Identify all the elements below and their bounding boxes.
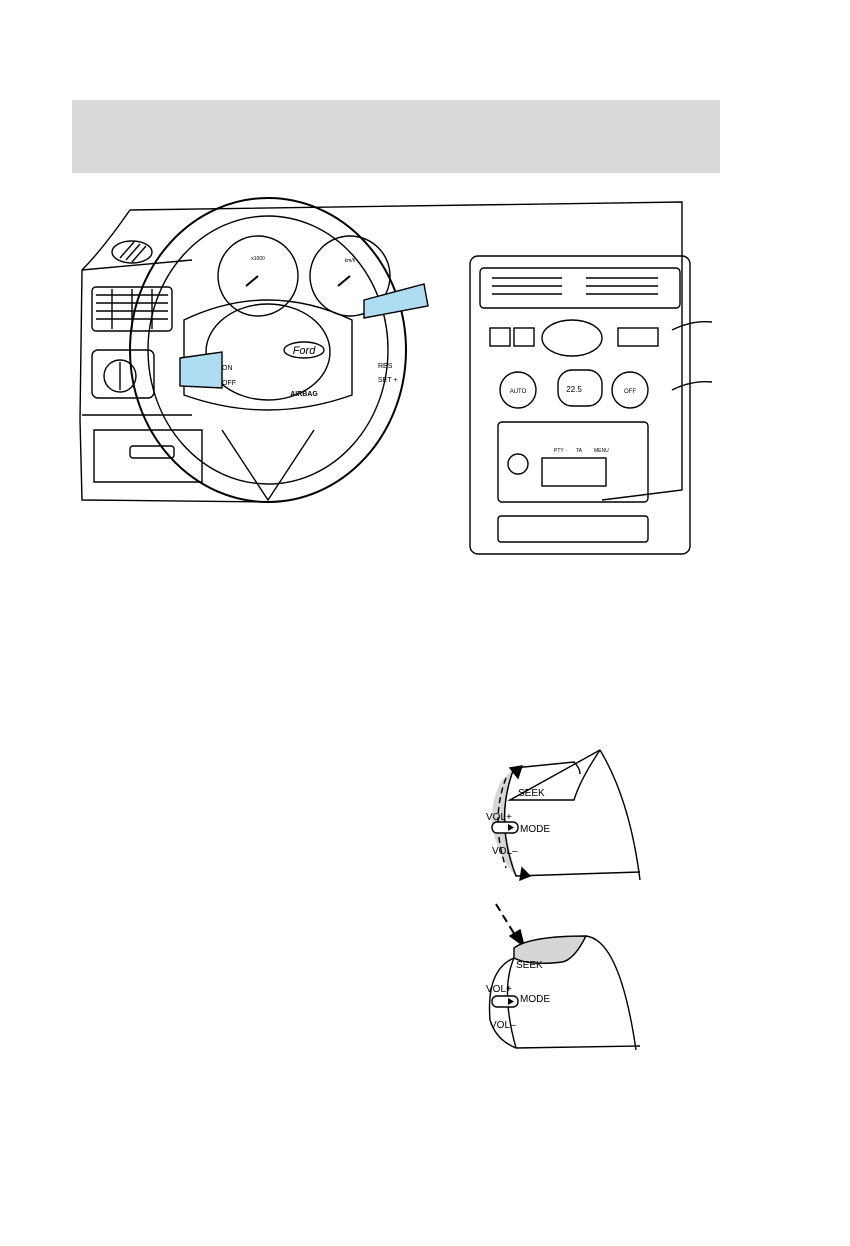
ford-logo-text: Ford <box>293 345 317 357</box>
glovebox <box>93 429 203 483</box>
wheel-right-button-set: SET + <box>378 377 398 384</box>
light-switch <box>91 349 155 399</box>
wheel-left-button-off: OFF <box>222 380 236 387</box>
wheel-left-button-on: ON <box>222 365 233 372</box>
stalk-bottom-seek-label: SEEK <box>516 960 543 971</box>
right-stalk-highlight <box>363 283 429 319</box>
climate-auto-label: AUTO <box>510 389 527 395</box>
center-console: AUTO OFF 22.5 PTY TA MENU <box>469 255 691 555</box>
stalk-top-vol-minus-label: VOL– <box>492 846 518 857</box>
speedometer-unit: km/h <box>345 258 356 264</box>
audio-stalk-press-illustration: SEEK VOL+ MODE VOL– <box>486 903 641 1051</box>
clock <box>541 319 603 357</box>
steering-wheel: Ford AIRBAG ON OFF RES SET + <box>129 197 407 503</box>
climate-off-label: OFF <box>624 389 636 395</box>
stalk-top-vol-plus-label: VOL+ <box>486 812 512 823</box>
radio-menu-label: MENU <box>594 448 609 454</box>
left-stalk-highlight <box>179 351 223 389</box>
header-band <box>72 100 720 173</box>
radio-ta-label: TA <box>576 448 583 454</box>
radio-unit <box>497 421 649 503</box>
stalk-bottom-mode-label: MODE <box>520 994 550 1005</box>
stalk-top-mode-label: MODE <box>520 824 550 835</box>
tachometer: x1000 <box>217 235 299 317</box>
airbag-label: AIRBAG <box>290 391 318 398</box>
speedometer: km/h <box>309 235 391 317</box>
dashboard-illustration: Ford AIRBAG ON OFF RES SET + x1000 km/h … <box>79 197 713 555</box>
radio-pty-label: PTY <box>554 448 564 454</box>
stalk-top-seek-label: SEEK <box>518 788 545 799</box>
audio-stalk-rotate-illustration: SEEK VOL+ MODE VOL– <box>486 749 641 882</box>
stalk-bottom-vol-minus-label: VOL– <box>490 1020 516 1031</box>
tachometer-label: x1000 <box>251 256 265 262</box>
stalk-bottom-vol-plus-label: VOL+ <box>486 984 512 995</box>
climate-temp-display: 22.5 <box>566 385 582 394</box>
wheel-right-button-res: RES <box>378 363 393 370</box>
sunload-sensor <box>111 240 153 264</box>
